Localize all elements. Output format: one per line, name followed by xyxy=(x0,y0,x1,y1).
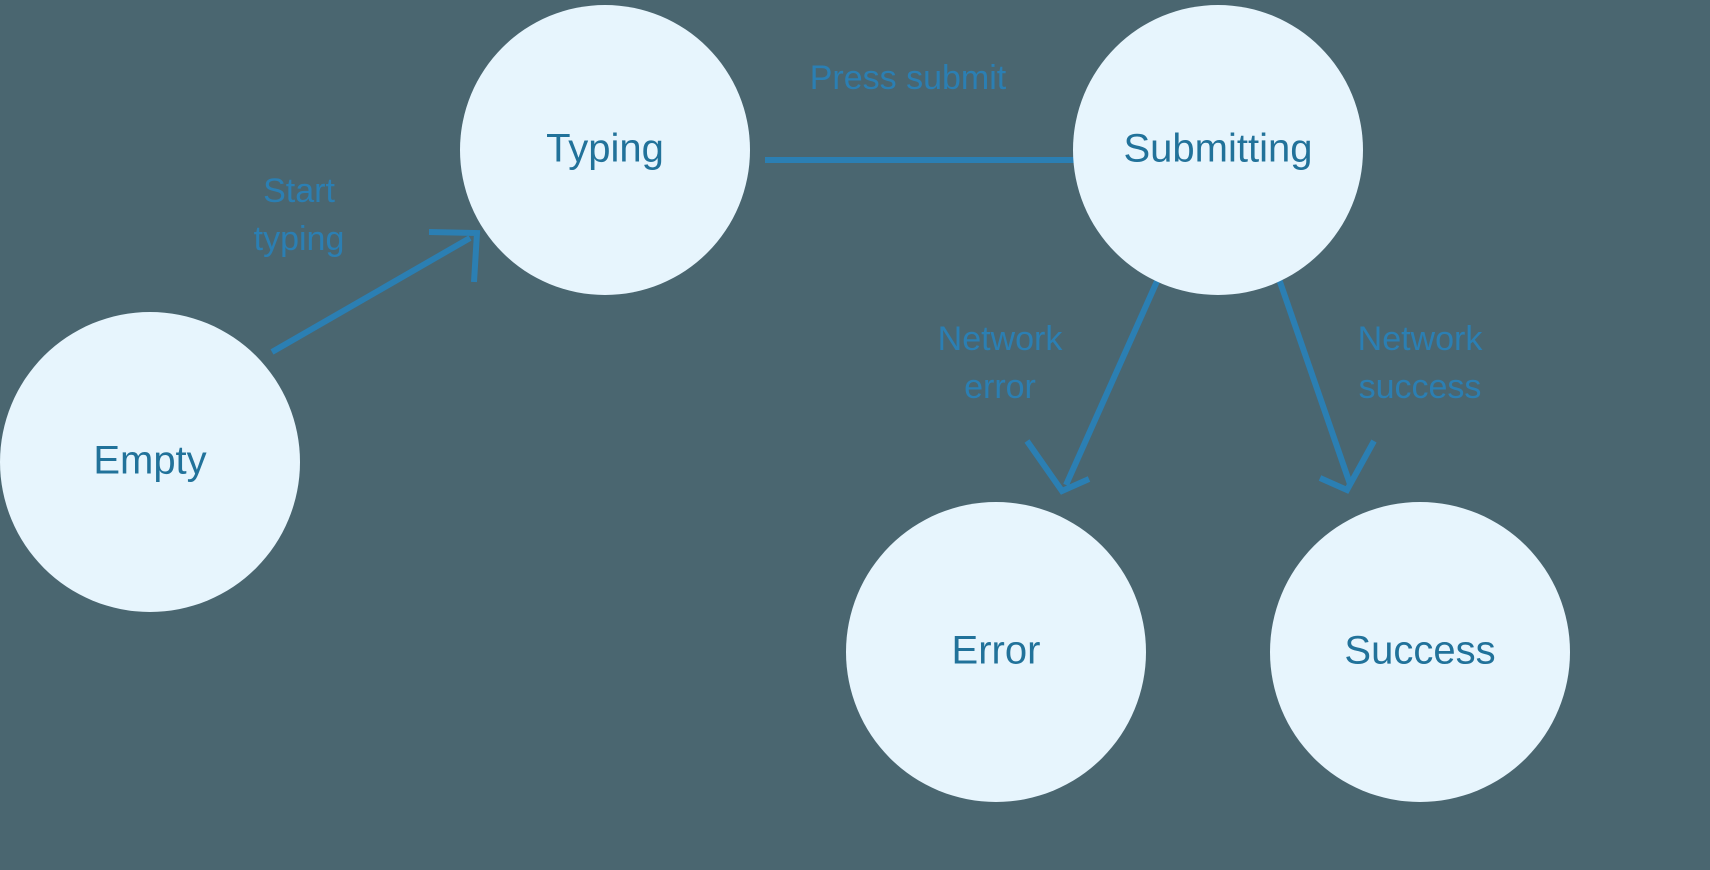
node-submitting-circle[interactable] xyxy=(1073,5,1363,295)
edge-label-empty-to-typing-line1: Start xyxy=(263,172,335,210)
edge-label-empty-to-typing: Start typing xyxy=(254,172,345,258)
edge-label-empty-to-typing-line2: typing xyxy=(254,220,345,258)
edge-submitting-to-error-line xyxy=(1063,277,1161,487)
node-empty[interactable]: Empty xyxy=(0,312,300,612)
node-success-circle[interactable] xyxy=(1270,502,1570,802)
node-submitting-label: Submitting xyxy=(1124,127,1313,171)
node-success-label: Success xyxy=(1344,629,1495,673)
node-error[interactable]: Error xyxy=(846,502,1146,802)
node-submitting[interactable]: Submitting xyxy=(1073,5,1363,295)
edge-label-submitting-to-success-line2: success xyxy=(1359,368,1482,406)
node-empty-label: Empty xyxy=(93,439,206,483)
edge-submitting-to-success-line xyxy=(1276,278,1353,485)
edge-label-submitting-to-success-line1: Network xyxy=(1358,320,1484,358)
edge-submitting-to-success-arrowhead xyxy=(1318,439,1377,494)
node-typing[interactable]: Typing xyxy=(460,5,750,295)
edge-label-submitting-to-error: Network error xyxy=(938,320,1064,406)
node-error-circle[interactable] xyxy=(846,502,1146,802)
edge-empty-to-typing-arrowhead xyxy=(428,229,481,283)
edge-submitting-to-error-arrowhead xyxy=(1024,439,1091,495)
edge-label-submitting-to-success: Network success xyxy=(1358,320,1484,406)
edge-empty-to-typing xyxy=(270,229,481,355)
node-typing-circle[interactable] xyxy=(460,5,750,295)
edge-label-submitting-to-error-line2: error xyxy=(964,368,1036,406)
edge-label-submitting-to-error-line1: Network xyxy=(938,320,1064,358)
edge-submitting-to-error xyxy=(1024,277,1161,495)
edge-empty-to-typing-line xyxy=(270,235,472,355)
node-typing-label: Typing xyxy=(546,127,664,171)
edge-submitting-to-success xyxy=(1276,278,1377,494)
node-error-label: Error xyxy=(952,629,1041,673)
edge-label-typing-to-submitting: Press submit xyxy=(810,59,1007,97)
node-success[interactable]: Success xyxy=(1270,502,1570,802)
node-empty-circle[interactable] xyxy=(0,312,300,612)
edge-label-typing-to-submitting-line1: Press submit xyxy=(810,59,1007,97)
